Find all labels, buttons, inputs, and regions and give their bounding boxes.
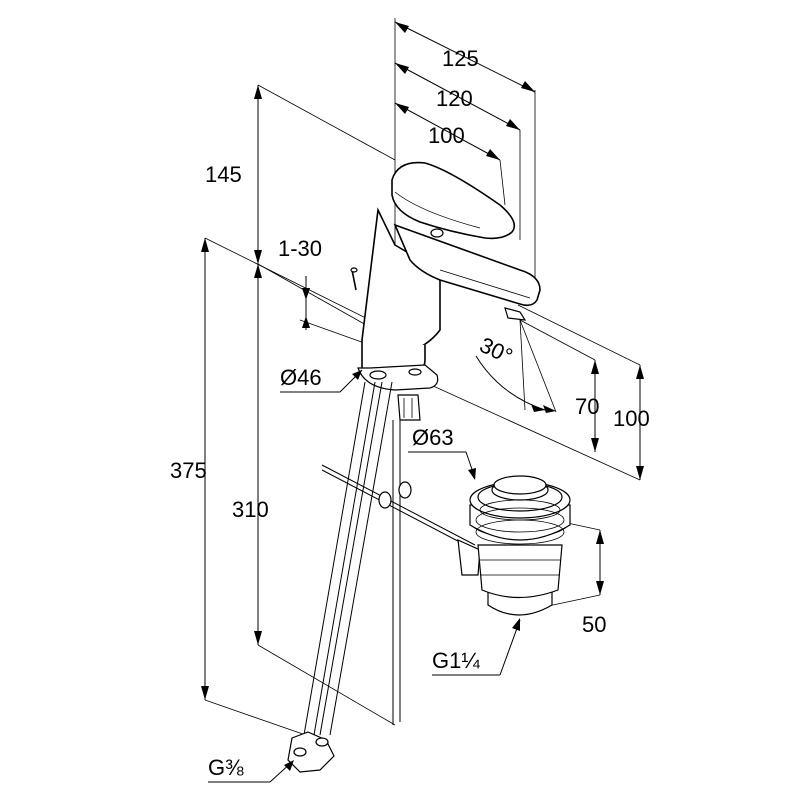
popup-linkage: [321, 464, 481, 576]
leader-g38: G⅜: [208, 755, 294, 783]
mounting-set: [357, 340, 439, 421]
dim-375: 375: [170, 238, 209, 700]
dim-1-30-label: 1-30: [278, 236, 322, 261]
thread-supply-label: G⅜: [208, 755, 244, 780]
diameter-46-label: Ø46: [280, 365, 322, 390]
diameter-63-label: Ø63: [412, 425, 454, 450]
dim-100-top-label: 100: [428, 123, 465, 148]
dim-70: 70: [575, 360, 599, 452]
supply-hoses: [287, 381, 401, 773]
dim-100-right: 100: [613, 365, 650, 480]
dim-120-label: 120: [436, 86, 473, 111]
dim-125-label: 125: [442, 46, 479, 71]
faucet-body: [350, 150, 541, 355]
dim-125: 125: [394, 21, 536, 93]
dim-310: 310: [232, 264, 269, 645]
dim-310-label: 310: [232, 497, 269, 522]
dim-120: 120: [394, 62, 521, 131]
leader-d63: Ø63: [408, 425, 476, 480]
dim-145: 145: [205, 85, 262, 264]
dim-100-top: 100: [394, 102, 501, 161]
thread-waste-label: G1¼: [432, 648, 480, 673]
dim-50: 50: [582, 530, 606, 637]
dim-70-label: 70: [575, 394, 599, 419]
dim-145-label: 145: [205, 162, 242, 187]
dim-50-label: 50: [582, 612, 606, 637]
drain-assembly: [469, 475, 571, 616]
angle-30: 30°: [475, 319, 557, 413]
leader-g114: G1¼: [432, 618, 521, 676]
leader-d46: Ø46: [280, 365, 363, 393]
dim-375-label: 375: [170, 458, 207, 483]
dim-100-right-label: 100: [613, 406, 650, 431]
dim-1-30: 1-30: [278, 236, 322, 330]
angle-30-label: 30°: [476, 332, 517, 369]
